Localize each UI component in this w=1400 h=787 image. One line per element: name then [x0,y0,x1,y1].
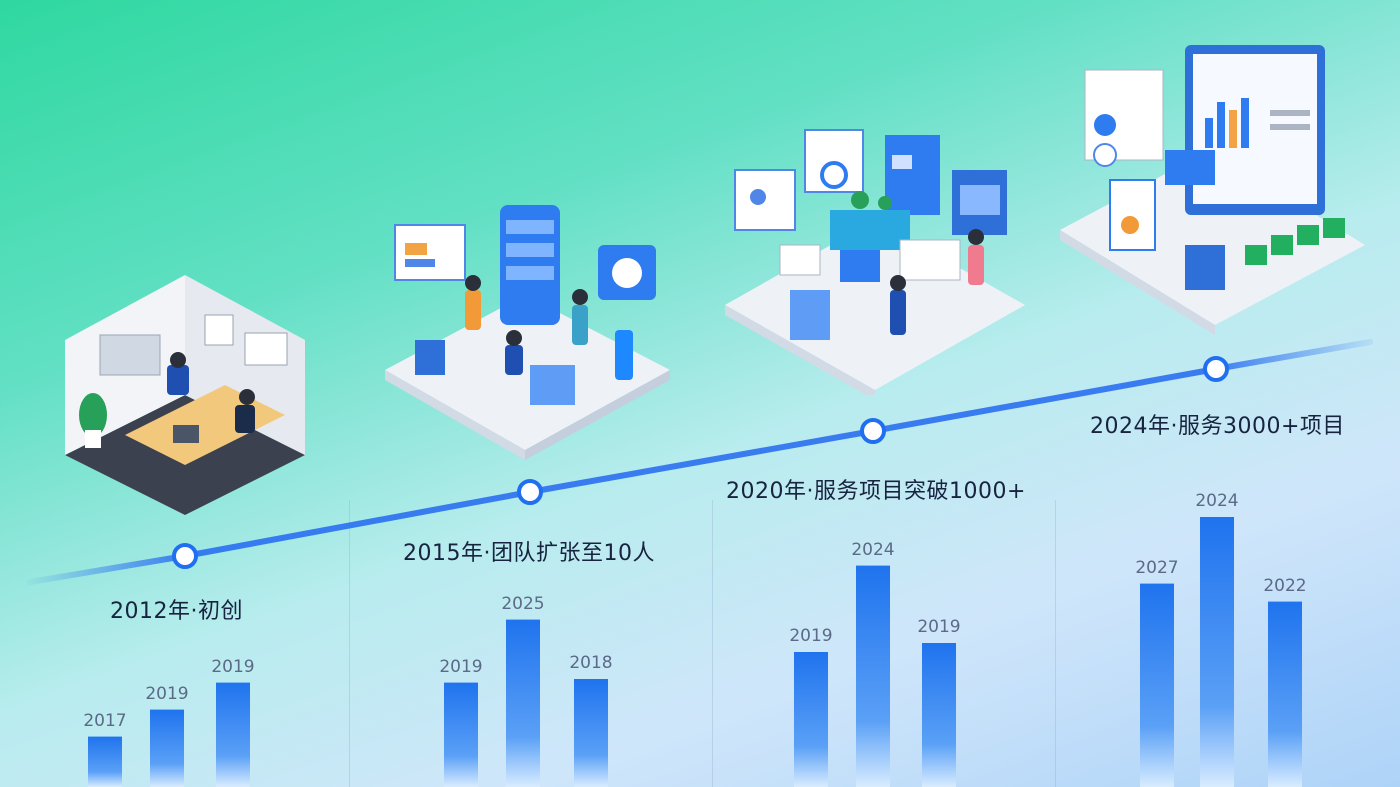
bar [444,682,478,787]
enterprise-dashboard-illustration [1060,45,1365,335]
startup-office-illustration [65,275,305,515]
bar-label: 2024 [851,539,895,560]
bar [216,682,250,787]
stage-title: 2012年·初创 [110,599,243,624]
column-divider [1055,500,1056,787]
bar [150,709,184,787]
bar-label: 2024 [1195,491,1239,511]
stage-title: 2024年·服务3000+项目 [1090,414,1345,439]
stage-title: 2015年·团队扩张至10人 [403,541,655,566]
bar [794,652,828,787]
project-growth-illustration [725,129,1025,395]
bar [506,619,540,787]
stage-title: 2020年·服务项目突破1000+ [726,479,1026,504]
timeline-node [172,543,198,569]
timeline-node [517,479,543,505]
team-expansion-illustration [385,205,670,460]
bar-label: 2019 [211,656,255,677]
bar-label: 2019 [789,626,833,646]
bar-label: 2019 [917,617,961,637]
bar-label: 2018 [569,653,613,673]
timeline-line [27,339,1373,585]
bar-label: 2027 [1135,557,1179,578]
bar-label: 2017 [83,710,127,731]
bar [574,679,608,787]
bar [856,565,890,787]
bar-label: 2022 [1263,575,1307,596]
bar-label: 2019 [439,656,483,677]
bar-label: 2025 [501,593,545,614]
bar [922,643,956,787]
bar [88,736,122,787]
column-divider [349,500,350,787]
bar-label: 2019 [145,683,189,704]
timeline-node [860,418,886,444]
timeline-node [1203,356,1229,382]
column-divider [712,500,713,787]
bar [1140,583,1174,787]
bar [1200,517,1234,787]
bar [1268,601,1302,787]
